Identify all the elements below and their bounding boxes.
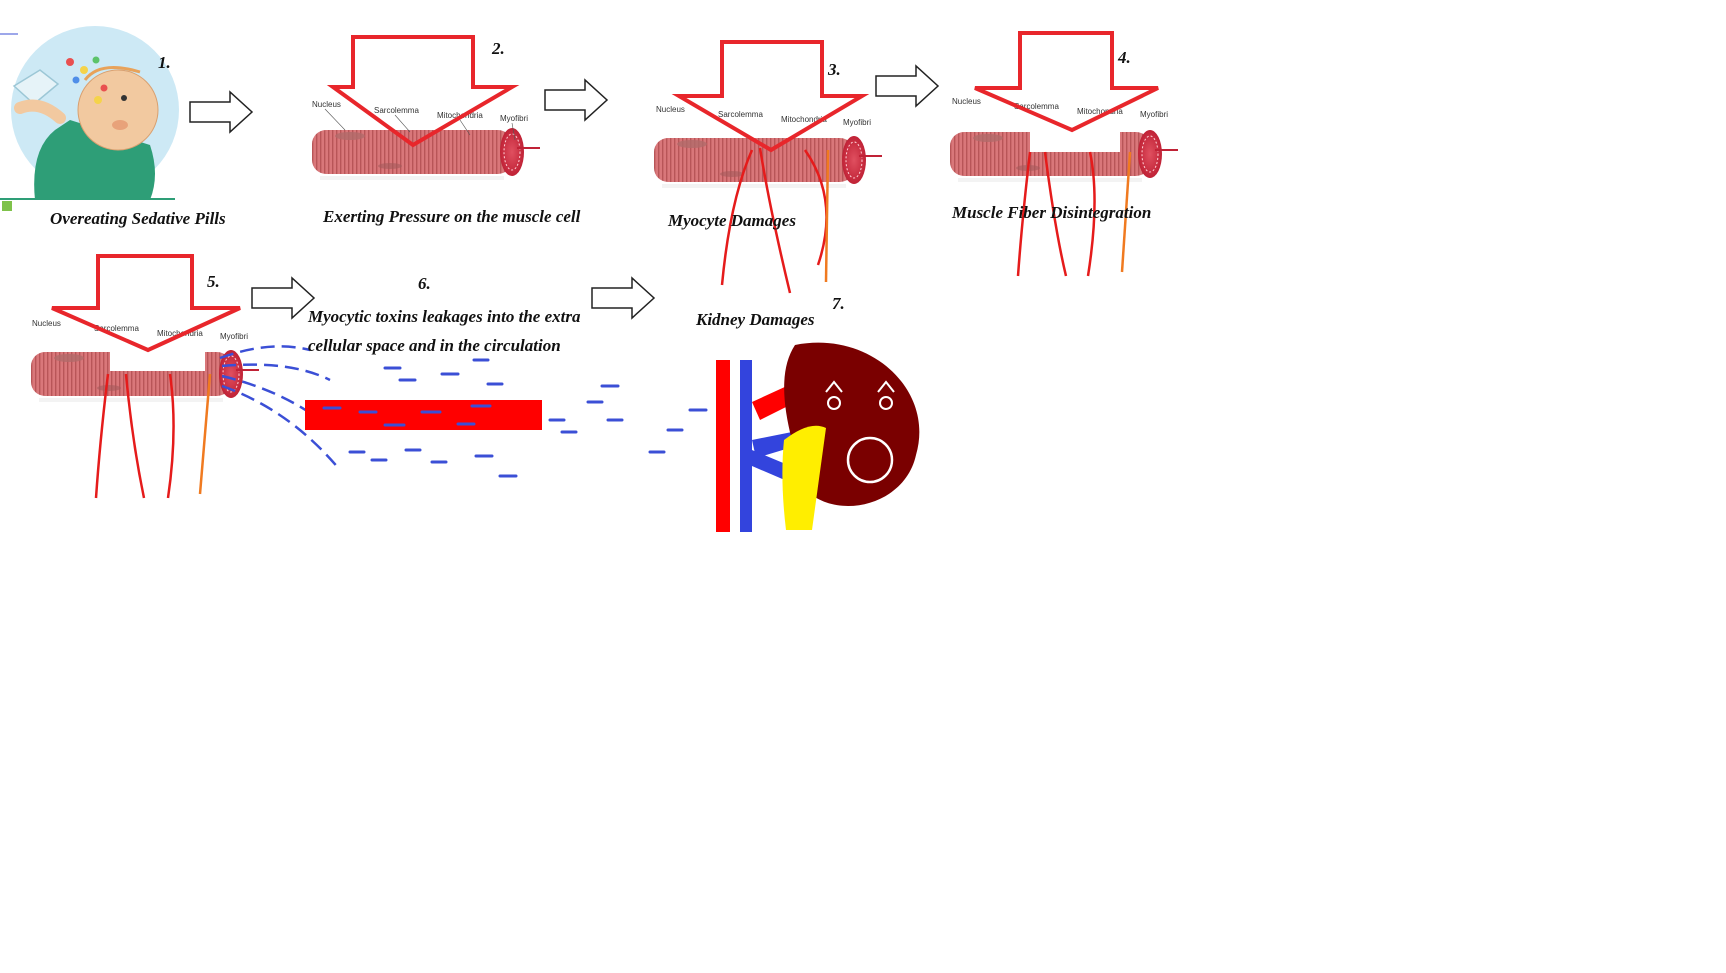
svg-text:Nucleus: Nucleus — [656, 105, 685, 114]
pressure-arrow-icon — [51, 254, 241, 353]
svg-text:Myofibri: Myofibri — [220, 332, 248, 341]
step-caption: Kidney Damages — [695, 310, 815, 329]
svg-text:Mitochondria: Mitochondria — [1077, 107, 1123, 116]
pressure-arrow-icon — [671, 40, 870, 153]
crack-lines — [720, 147, 830, 294]
step-number: 1. — [158, 53, 171, 72]
pill-drinking-person-icon — [0, 26, 179, 211]
muscle-labels: Nucleus Sarcolemma Mitochondria Myofibri — [656, 105, 871, 127]
svg-text:Nucleus: Nucleus — [32, 319, 61, 328]
step-number: 4. — [1117, 48, 1131, 67]
flow-arrow-icon — [544, 79, 608, 121]
step-caption: Myocyte Damages — [667, 211, 796, 230]
step-number: 2. — [491, 39, 505, 58]
svg-text:Myofibri: Myofibri — [843, 118, 871, 127]
svg-text:Sarcolemma: Sarcolemma — [374, 106, 419, 115]
pressure-arrow-icon — [326, 35, 520, 148]
step-number: 3. — [827, 60, 841, 79]
step-caption-line-2: cellular space and in the circulation — [308, 336, 561, 355]
step-caption-line-1: Myocytic toxins leakages into the extra — [307, 307, 581, 326]
svg-text:Myofibri: Myofibri — [500, 114, 528, 123]
svg-text:Sarcolemma: Sarcolemma — [1014, 102, 1059, 111]
svg-text:Nucleus: Nucleus — [312, 100, 341, 109]
flow-arrow-icon — [875, 65, 939, 107]
step-4: Nucleus Sarcolemma Mitochondria Myofibri… — [949, 31, 1179, 277]
kidney-icon — [716, 342, 920, 532]
step-1: 1. Overeating Sedative Pills — [0, 26, 226, 228]
svg-text:Sarcolemma: Sarcolemma — [718, 110, 763, 119]
step-caption: Overeating Sedative Pills — [50, 209, 226, 228]
toxin-particles — [322, 358, 708, 478]
step-2: Nucleus Sarcolemma Mitochondria Myofibri… — [311, 35, 581, 226]
step-6: 6. Myocytic toxins leakages into the ext… — [305, 274, 708, 478]
step-7: Kidney Damages 7. — [695, 294, 920, 532]
blood-vessel — [305, 400, 542, 430]
muscle-fiber-icon — [949, 126, 1179, 183]
flow-arrow-icon — [591, 277, 655, 319]
crack-lines — [94, 373, 212, 499]
flow-arrow-icon — [189, 91, 253, 133]
step-caption: Muscle Fiber Disintegration — [951, 203, 1151, 222]
pressure-arrow-icon — [974, 31, 1159, 133]
step-caption: Exerting Pressure on the muscle cell — [322, 207, 581, 226]
muscle-labels: Nucleus Sarcolemma Mitochondria Myofibri — [952, 97, 1168, 119]
step-number: 6. — [418, 274, 431, 293]
flow-arrow-icon — [251, 277, 315, 319]
step-number: 5. — [207, 272, 220, 291]
step-number: 7. — [832, 294, 845, 313]
muscle-fiber-icon — [30, 345, 260, 403]
svg-text:Mitochondria: Mitochondria — [781, 115, 827, 124]
svg-text:Myofibri: Myofibri — [1140, 110, 1168, 119]
step-3: Nucleus Sarcolemma Mitochondria Myofibri… — [653, 40, 883, 294]
svg-text:Sarcolemma: Sarcolemma — [94, 324, 139, 333]
crack-lines — [1016, 151, 1132, 277]
muscle-fiber-icon — [653, 135, 883, 189]
svg-text:Nucleus: Nucleus — [952, 97, 981, 106]
muscle-labels: Nucleus Sarcolemma Mitochondria Myofibri — [32, 319, 248, 341]
